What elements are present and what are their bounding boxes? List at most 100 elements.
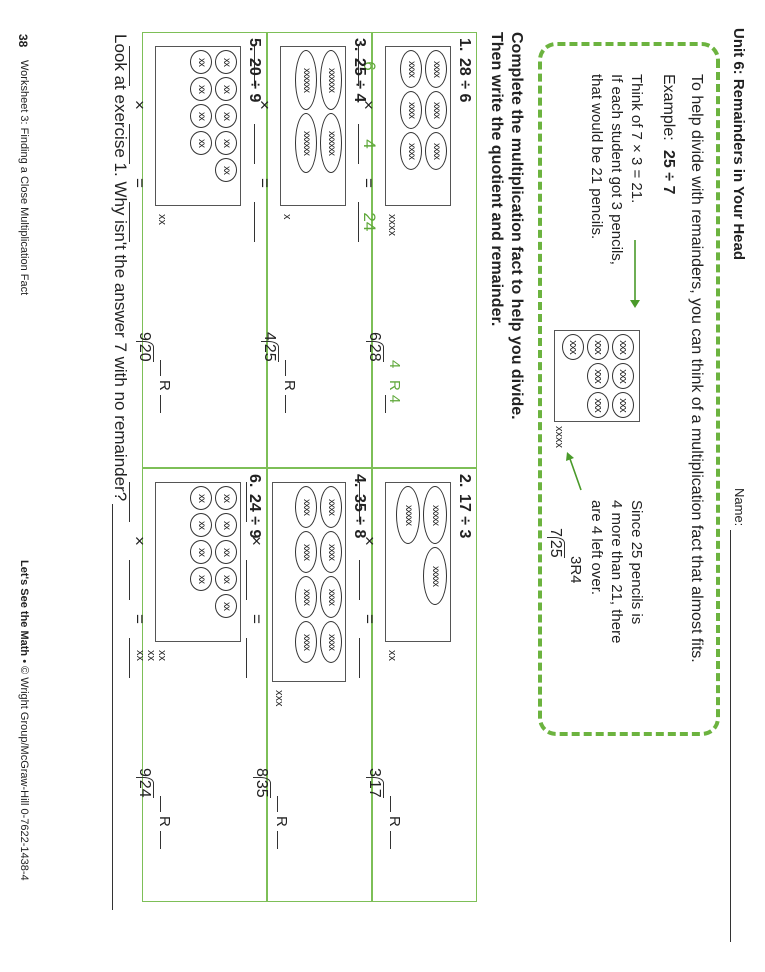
- group-oval: xxxx: [425, 91, 447, 129]
- leftover-marks: x: [281, 214, 293, 220]
- quotient-area: R: [156, 796, 173, 856]
- remainder-label: R: [156, 816, 173, 827]
- since-line-3: are 4 left over.: [588, 500, 605, 596]
- think-line-3: that would be 21 pencils.: [588, 74, 605, 240]
- group-oval: xx: [190, 486, 212, 510]
- equals-sign: =: [359, 177, 378, 188]
- quotient-area: R: [273, 796, 290, 856]
- factor-2-blank[interactable]: [254, 123, 273, 164]
- right-arrow-icon: [630, 240, 640, 308]
- remainder-blank[interactable]: [390, 830, 391, 849]
- product-blank[interactable]: [129, 637, 148, 678]
- product-blank[interactable]: 24: [358, 201, 379, 242]
- equals-sign: =: [360, 613, 379, 624]
- group-oval: xxxx: [400, 91, 422, 129]
- quotient-blank[interactable]: [277, 796, 278, 812]
- factor-2-blank[interactable]: [129, 123, 148, 164]
- group-oval: xxxxxx: [295, 50, 317, 110]
- product-blank[interactable]: [129, 201, 148, 242]
- leftover-marks: xx: [156, 214, 168, 225]
- example-quotient: 3R4: [567, 556, 584, 584]
- product-blank[interactable]: [246, 637, 265, 678]
- dividend: 24: [136, 776, 154, 798]
- worksheet-title: Worksheet 3: Finding a Close Multiplicat…: [18, 60, 30, 296]
- quotient-area: R: [281, 360, 298, 420]
- leftover-marks: xxx: [273, 690, 285, 707]
- multiplication-fact: ×=: [129, 482, 149, 678]
- example-leftover: xxxx: [553, 426, 565, 448]
- group-oval: xx: [215, 486, 237, 510]
- exercise-problem: 25 ÷ 4: [351, 58, 368, 103]
- remainder-blank[interactable]: 4: [385, 394, 403, 413]
- group-oval: xxxx: [425, 132, 447, 170]
- product-blank[interactable]: [254, 201, 273, 242]
- factor-2-blank[interactable]: [246, 559, 265, 600]
- example-dividend: 25: [547, 536, 565, 558]
- remainder-blank[interactable]: [277, 830, 278, 849]
- left-arrow-icon: [566, 452, 582, 491]
- dividend: 17: [366, 776, 384, 798]
- reflection-question: Look at exercise 1. Why isn't the answer…: [111, 34, 130, 502]
- exercise-problem: 24 ÷ 9: [246, 494, 263, 539]
- quotient-blank[interactable]: 4: [386, 360, 403, 369]
- equals-sign: =: [247, 613, 266, 624]
- footer-copyright: Let's See the Math • © Wright Group/McGr…: [18, 560, 30, 881]
- dividend: 35: [253, 776, 271, 798]
- exercise-number: 2.: [456, 474, 473, 488]
- remainder-blank[interactable]: [285, 394, 286, 413]
- times-sign: ×: [130, 100, 149, 110]
- group-oval: xxx: [612, 363, 634, 389]
- quotient-blank[interactable]: [160, 360, 161, 376]
- group-oval: xx: [215, 540, 237, 564]
- group-oval: xxxx: [320, 531, 342, 573]
- group-oval: xxxxx: [423, 547, 447, 605]
- quotient-blank[interactable]: [390, 796, 391, 812]
- quotient-blank[interactable]: [285, 360, 286, 376]
- group-oval: xxxxxx: [295, 113, 317, 173]
- factor-1-blank[interactable]: [129, 482, 148, 522]
- remainder-blank[interactable]: [160, 394, 161, 413]
- group-oval: xxxx: [320, 486, 342, 528]
- exercise-problem: 28 ÷ 6: [456, 58, 473, 103]
- remainder-label: R: [386, 816, 403, 827]
- leftover-marks: xx: [386, 650, 398, 661]
- dividend: 20: [136, 340, 154, 362]
- instructions-line-2: Then write the quotient and remainder.: [488, 32, 505, 327]
- divisor: 6: [366, 332, 383, 341]
- quotient-area: R: [156, 360, 173, 420]
- leftover-marks: xxxx: [386, 214, 398, 236]
- group-oval: xxx: [612, 392, 634, 418]
- factor-2-blank[interactable]: [129, 559, 148, 600]
- answer-line[interactable]: [112, 504, 113, 910]
- group-oval: xxx: [562, 334, 584, 360]
- remainder-blank[interactable]: [160, 830, 161, 849]
- divisor: 4: [261, 332, 278, 341]
- quotient-blank[interactable]: [160, 796, 161, 812]
- group-oval: xxxxx: [396, 486, 420, 544]
- group-oval: xx: [190, 131, 212, 155]
- times-sign: ×: [130, 536, 149, 546]
- factor-2-blank[interactable]: [359, 559, 378, 600]
- quotient-area: 4R4: [385, 360, 403, 420]
- group-oval: xxx: [612, 334, 634, 360]
- name-line[interactable]: [730, 530, 731, 942]
- exercise-problem: 35 ÷ 8: [351, 494, 368, 539]
- instructions-line-1: Complete the multiplication fact to help…: [508, 32, 525, 420]
- product-blank[interactable]: [359, 637, 378, 678]
- equals-sign: =: [130, 613, 149, 624]
- factor-2-blank[interactable]: 4: [358, 123, 379, 164]
- since-line-1: Since 25 pencils is: [628, 500, 645, 625]
- factor-1-blank[interactable]: [129, 46, 148, 86]
- remainder-label: R: [281, 380, 298, 391]
- group-oval: xxxx: [295, 486, 317, 528]
- group-oval: xx: [190, 567, 212, 591]
